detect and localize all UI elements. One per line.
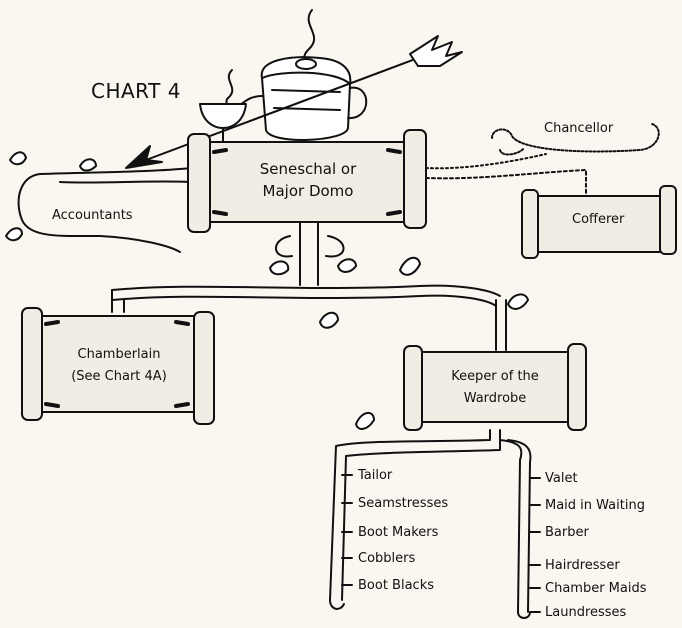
chamberlain-label: Chamberlain (See Chart 4A) (44, 344, 194, 388)
seneschal-line-2: Major Domo (262, 182, 354, 200)
chancellor-label: Chancellor (544, 121, 614, 136)
list-item: Seamstresses (358, 496, 449, 511)
keeper-label: Keeper of the Wardrobe (422, 366, 568, 410)
keeper-line-1: Keeper of the (451, 369, 539, 384)
list-item: Boot Makers (358, 525, 439, 540)
list-item: Valet (545, 471, 578, 486)
chamberlain-line-1: Chamberlain (77, 347, 161, 362)
list-item: Hairdresser (545, 558, 620, 573)
list-item: Cobblers (358, 551, 416, 566)
list-item: Maid in Waiting (545, 498, 645, 513)
chamberlain-line-2: (See Chart 4A) (71, 369, 167, 384)
list-item: Boot Blacks (358, 578, 435, 593)
leaf-icon (9, 151, 27, 166)
seneschal-label: Seneschal or Major Domo (212, 158, 404, 202)
arrow-icon (125, 35, 463, 169)
keeper-box (403, 343, 587, 431)
list-item: Laundresses (545, 605, 627, 620)
keeper-line-2: Wardrobe (463, 391, 527, 406)
cofferer-label: Cofferer (572, 212, 625, 227)
teapot-icon (229, 56, 368, 141)
seneschal-box (187, 129, 427, 233)
cofferer-box (521, 185, 677, 259)
seneschal-line-1: Seneschal or (259, 160, 357, 178)
list-item: Barber (545, 525, 589, 540)
chamberlain-box (21, 307, 215, 425)
chart-title: CHART 4 (91, 79, 181, 103)
list-item: Chamber Maids (545, 581, 647, 596)
accountants-label: Accountants (52, 208, 133, 223)
list-item: Tailor (358, 468, 393, 483)
